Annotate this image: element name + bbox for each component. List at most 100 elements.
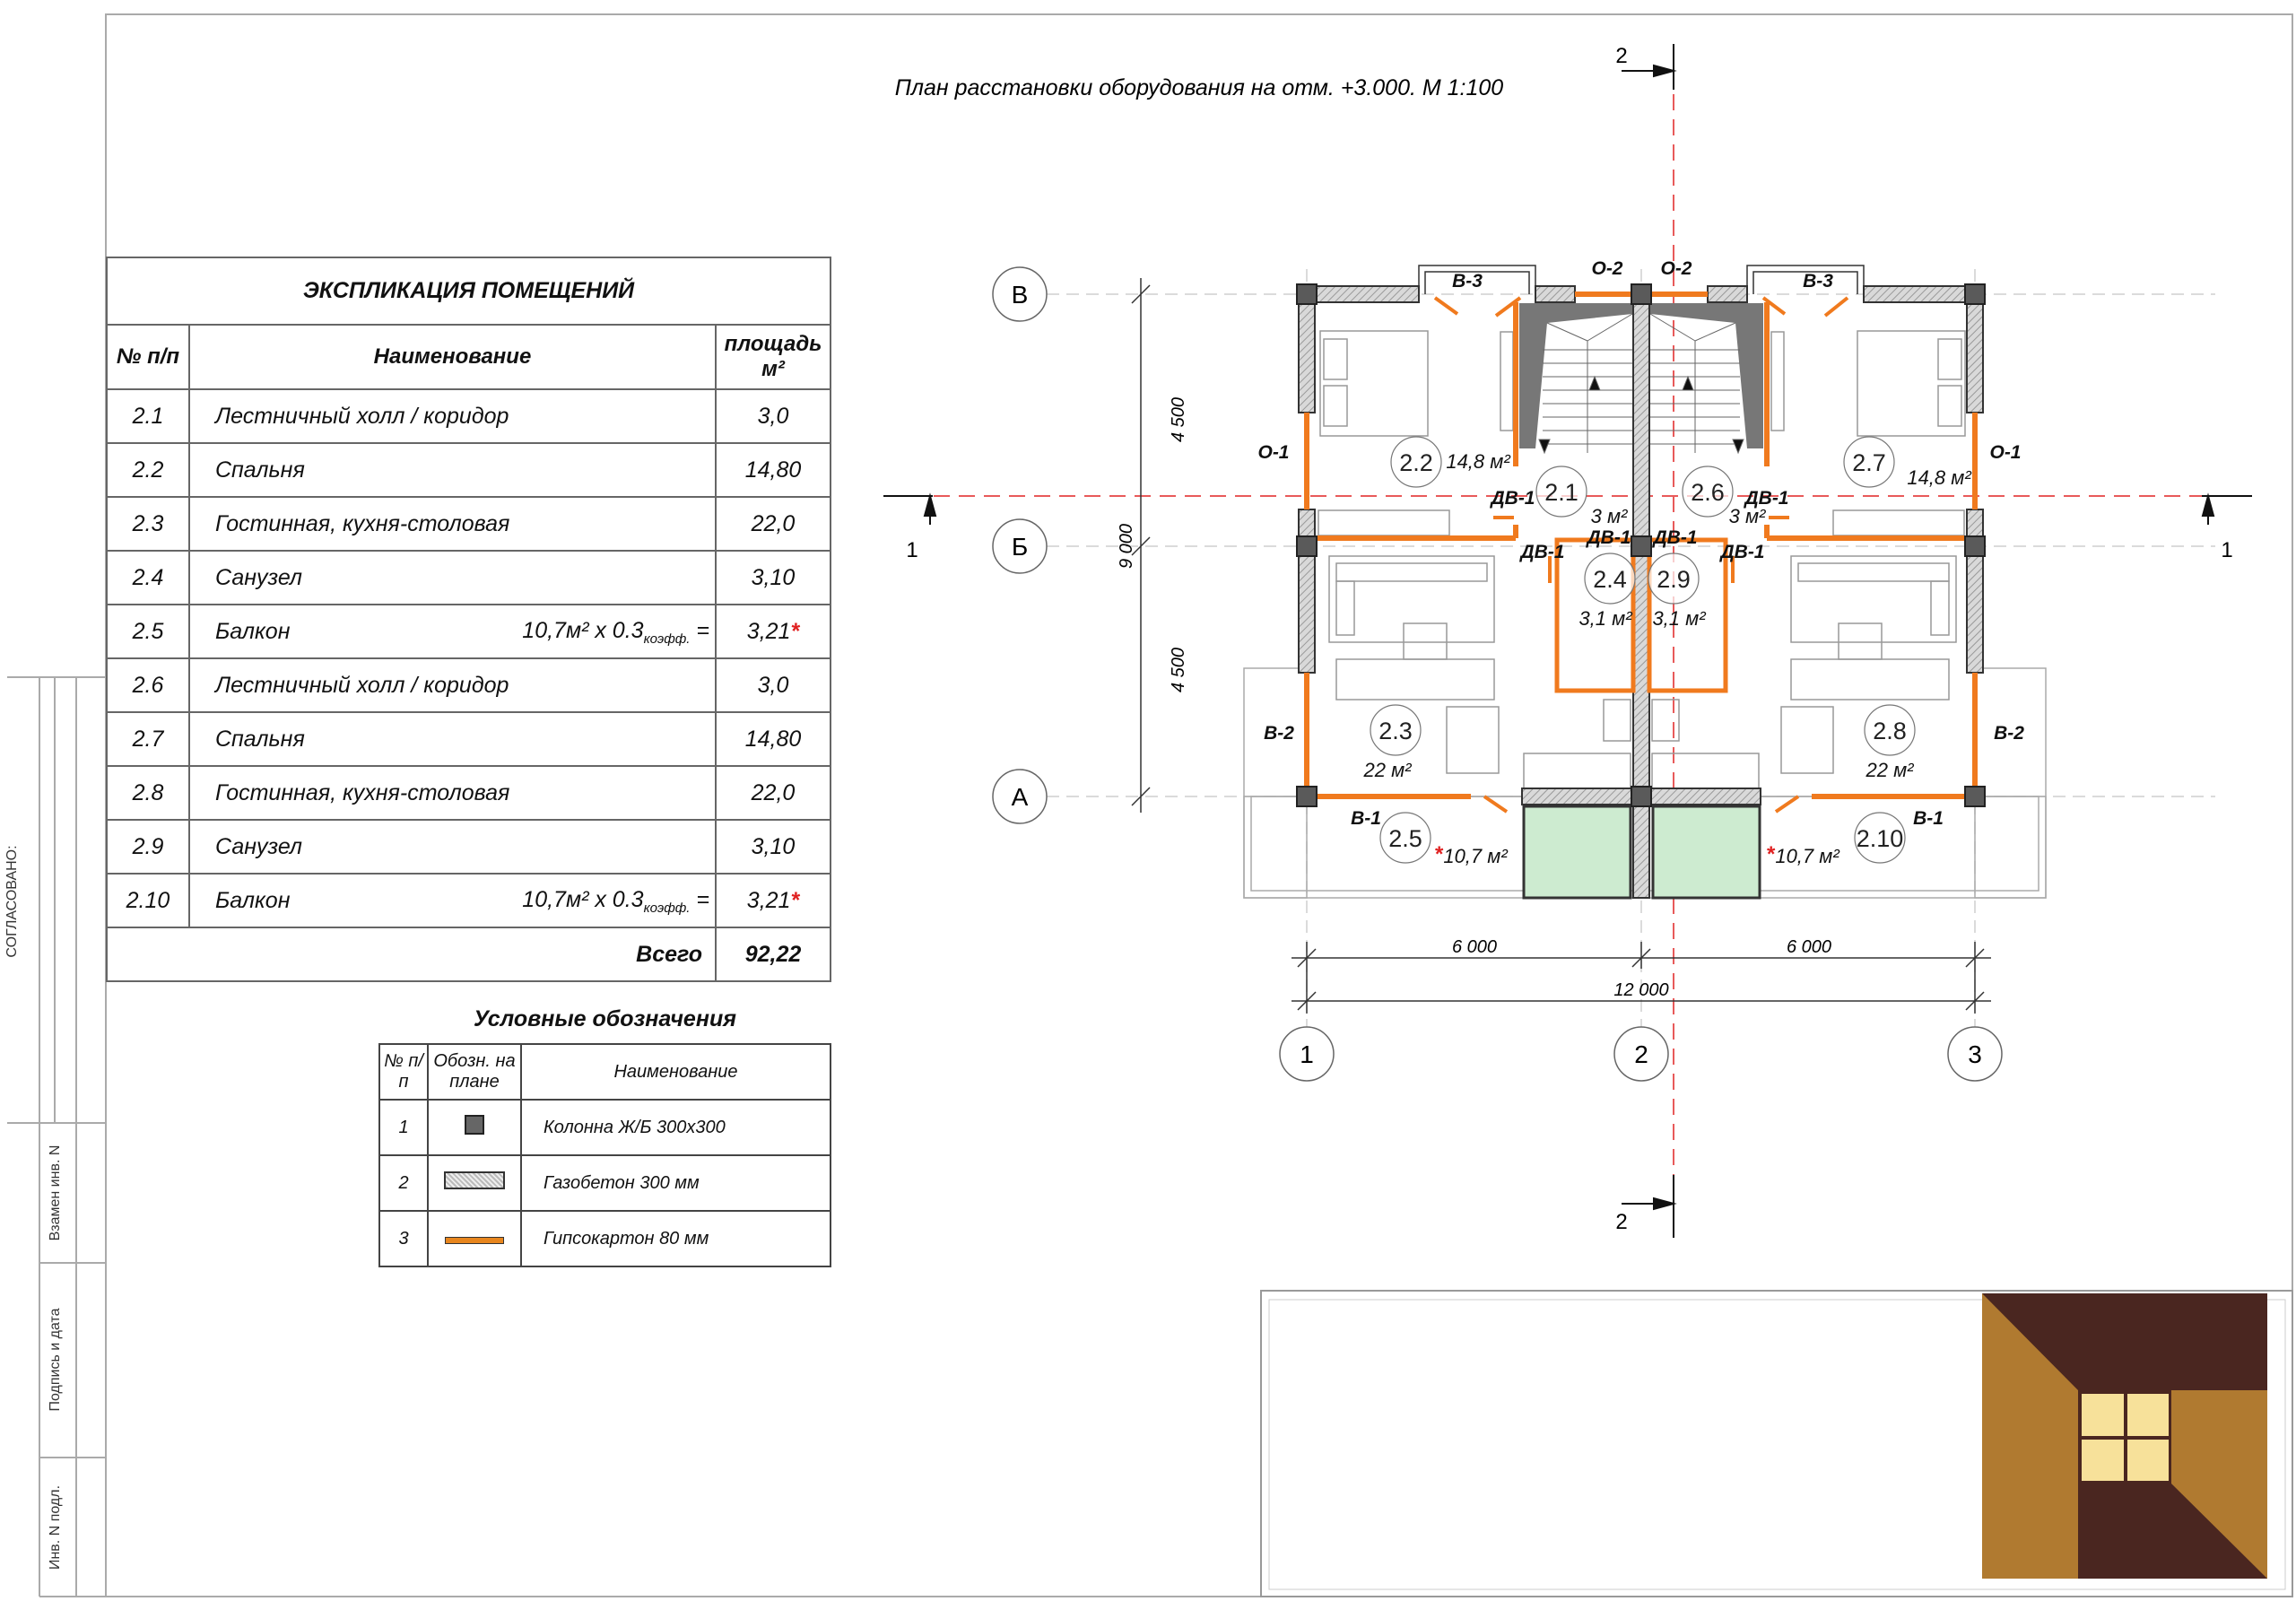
header-area: площадь м² [715,324,831,390]
section-2-label-top: 2 [1615,44,1627,68]
room-name: Санузел [215,564,303,590]
room-num: 2.8 [106,765,190,821]
room-area: 14,8 м² [1446,450,1510,473]
opening-label-dv1: ДВ-1 [1585,527,1631,548]
opening-label-o1: О-1 [1989,442,2021,463]
axis-row-v: В [1012,281,1029,309]
room-num: 2.1 [106,388,190,444]
total-value: 92,22 [715,927,831,982]
axis-col-2: 2 [1634,1040,1648,1068]
staircase-left [1519,303,1633,455]
room-area: 14,8 м² [1907,466,1971,489]
room-area: 22,0 [751,779,796,805]
room-number: 2.10 [1857,825,1904,852]
opening-label-dv1: ДВ-1 [1743,488,1788,509]
room-explication-table: ЭКСПЛИКАЦИЯ ПОМЕЩЕНИЙ № п/п Наименование… [106,257,831,982]
formula-coef: коэфф. [643,901,691,916]
section-markers [883,44,2252,1238]
dimension-lines [1131,278,1991,1014]
dim-horizontal-1: 6 000 [1452,937,1497,957]
room-area: 10,7 м² [1443,845,1508,867]
legend-num: 3 [378,1210,429,1267]
room-number: 2.9 [1657,566,1691,593]
company-logo [1982,1293,2267,1579]
room-number: 2.4 [1593,566,1627,593]
opening-label-v1: В-1 [1913,808,1944,829]
room-number: 2.8 [1873,718,1907,744]
room-name: Гостинная, кухня-столовая [215,510,510,536]
opening-label-dv1: ДВ-1 [1518,542,1564,562]
legend-title: Условные обозначения [474,1006,736,1031]
room-area: 10,7 м² [1775,845,1839,867]
room-area: 3,0 [757,672,789,698]
room-number: 2.7 [1852,449,1886,476]
room-area: 3,1 м² [1578,607,1632,630]
opening-label-dv1: ДВ-1 [1489,488,1535,509]
legend-name: Гипсокартон 80 мм [520,1210,831,1267]
legend-table: № п/п Обозн. на плане Наименование 1 Кол… [378,1043,831,1267]
room-name: Санузел [215,833,303,859]
formula-base: 10,7м² x 0.3 [522,887,644,912]
room-number: 2.3 [1378,718,1413,744]
drywall-icon [445,1236,504,1244]
dim-horizontal-2: 6 000 [1787,937,1831,957]
balcony-mark: * [790,618,800,644]
legend-row: 2 Газобетон 300 мм [378,1154,831,1212]
legend-name: Газобетон 300 мм [520,1154,831,1212]
room-area: 3,0 [757,403,789,429]
opening-label-dv1: ДВ-1 [1718,542,1764,562]
room-area: 3,10 [751,564,796,590]
axis-col-3: 3 [1968,1040,1982,1068]
dim-vertical-total: 9 000 [1117,524,1136,569]
opening-label-v3: В-3 [1803,271,1833,292]
room-name: Спальня [215,457,305,483]
room-num: 2.5 [106,604,190,659]
room-num: 2.6 [106,657,190,713]
room-area: 22 м² [1866,759,1915,781]
room-name: Спальня [215,726,305,752]
table-row: 2.6 Лестничный холл / коридор 3,0 [106,657,831,713]
axis-row-a: А [1012,783,1029,811]
legend-header-symbol: Обозн. на плане [427,1043,522,1101]
signature-date-label: Подпись и дата [48,1308,63,1412]
room-name: Лестничный холл / коридор [215,403,509,429]
room-number: 2.1 [1544,479,1578,506]
bay-windows [1418,265,1865,294]
explication-title: ЭКСПЛИКАЦИЯ ПОМЕЩЕНИЙ [106,257,831,326]
room-bubbles [1370,436,1916,864]
legend-header-num: № п/п [378,1043,429,1101]
column-icon [465,1115,484,1135]
room-num: 2.2 [106,442,190,498]
room-name: Лестничный холл / коридор [215,672,509,698]
staircase-right [1649,303,1763,455]
header-num: № п/п [106,324,190,390]
room-number: 2.6 [1691,479,1725,506]
table-row: 2.1 Лестничный холл / коридор 3,0 [106,388,831,444]
section-1-label-left: 1 [906,538,918,562]
room-number: 2.5 [1388,825,1422,852]
replaces-inventory-label: Взамен инв. N [48,1144,63,1241]
sheet-frame [105,13,2293,1597]
area-formula: 10,7м² x 0.3коэфф. = [522,887,709,916]
section-2-label-bottom: 2 [1615,1210,1627,1234]
legend-row: 1 Колонна Ж/Б 300x300 [378,1099,831,1156]
axis-row-b: Б [1012,533,1028,561]
balcony-mark: * [1767,842,1776,866]
opening-label-v1: В-1 [1351,808,1381,829]
legend-name: Колонна Ж/Б 300x300 [520,1099,831,1156]
room-number: 2.2 [1399,449,1433,476]
room-num: 2.9 [106,819,190,875]
section-lines [883,44,2252,1238]
inventory-original-label: Инв. N подл. [48,1484,63,1571]
opening-label-v2: В-2 [1994,723,2024,744]
room-area: 3 м² [1729,505,1766,527]
room-name: Балкон [215,618,291,644]
opening-label-o2: О-2 [1591,258,1622,279]
